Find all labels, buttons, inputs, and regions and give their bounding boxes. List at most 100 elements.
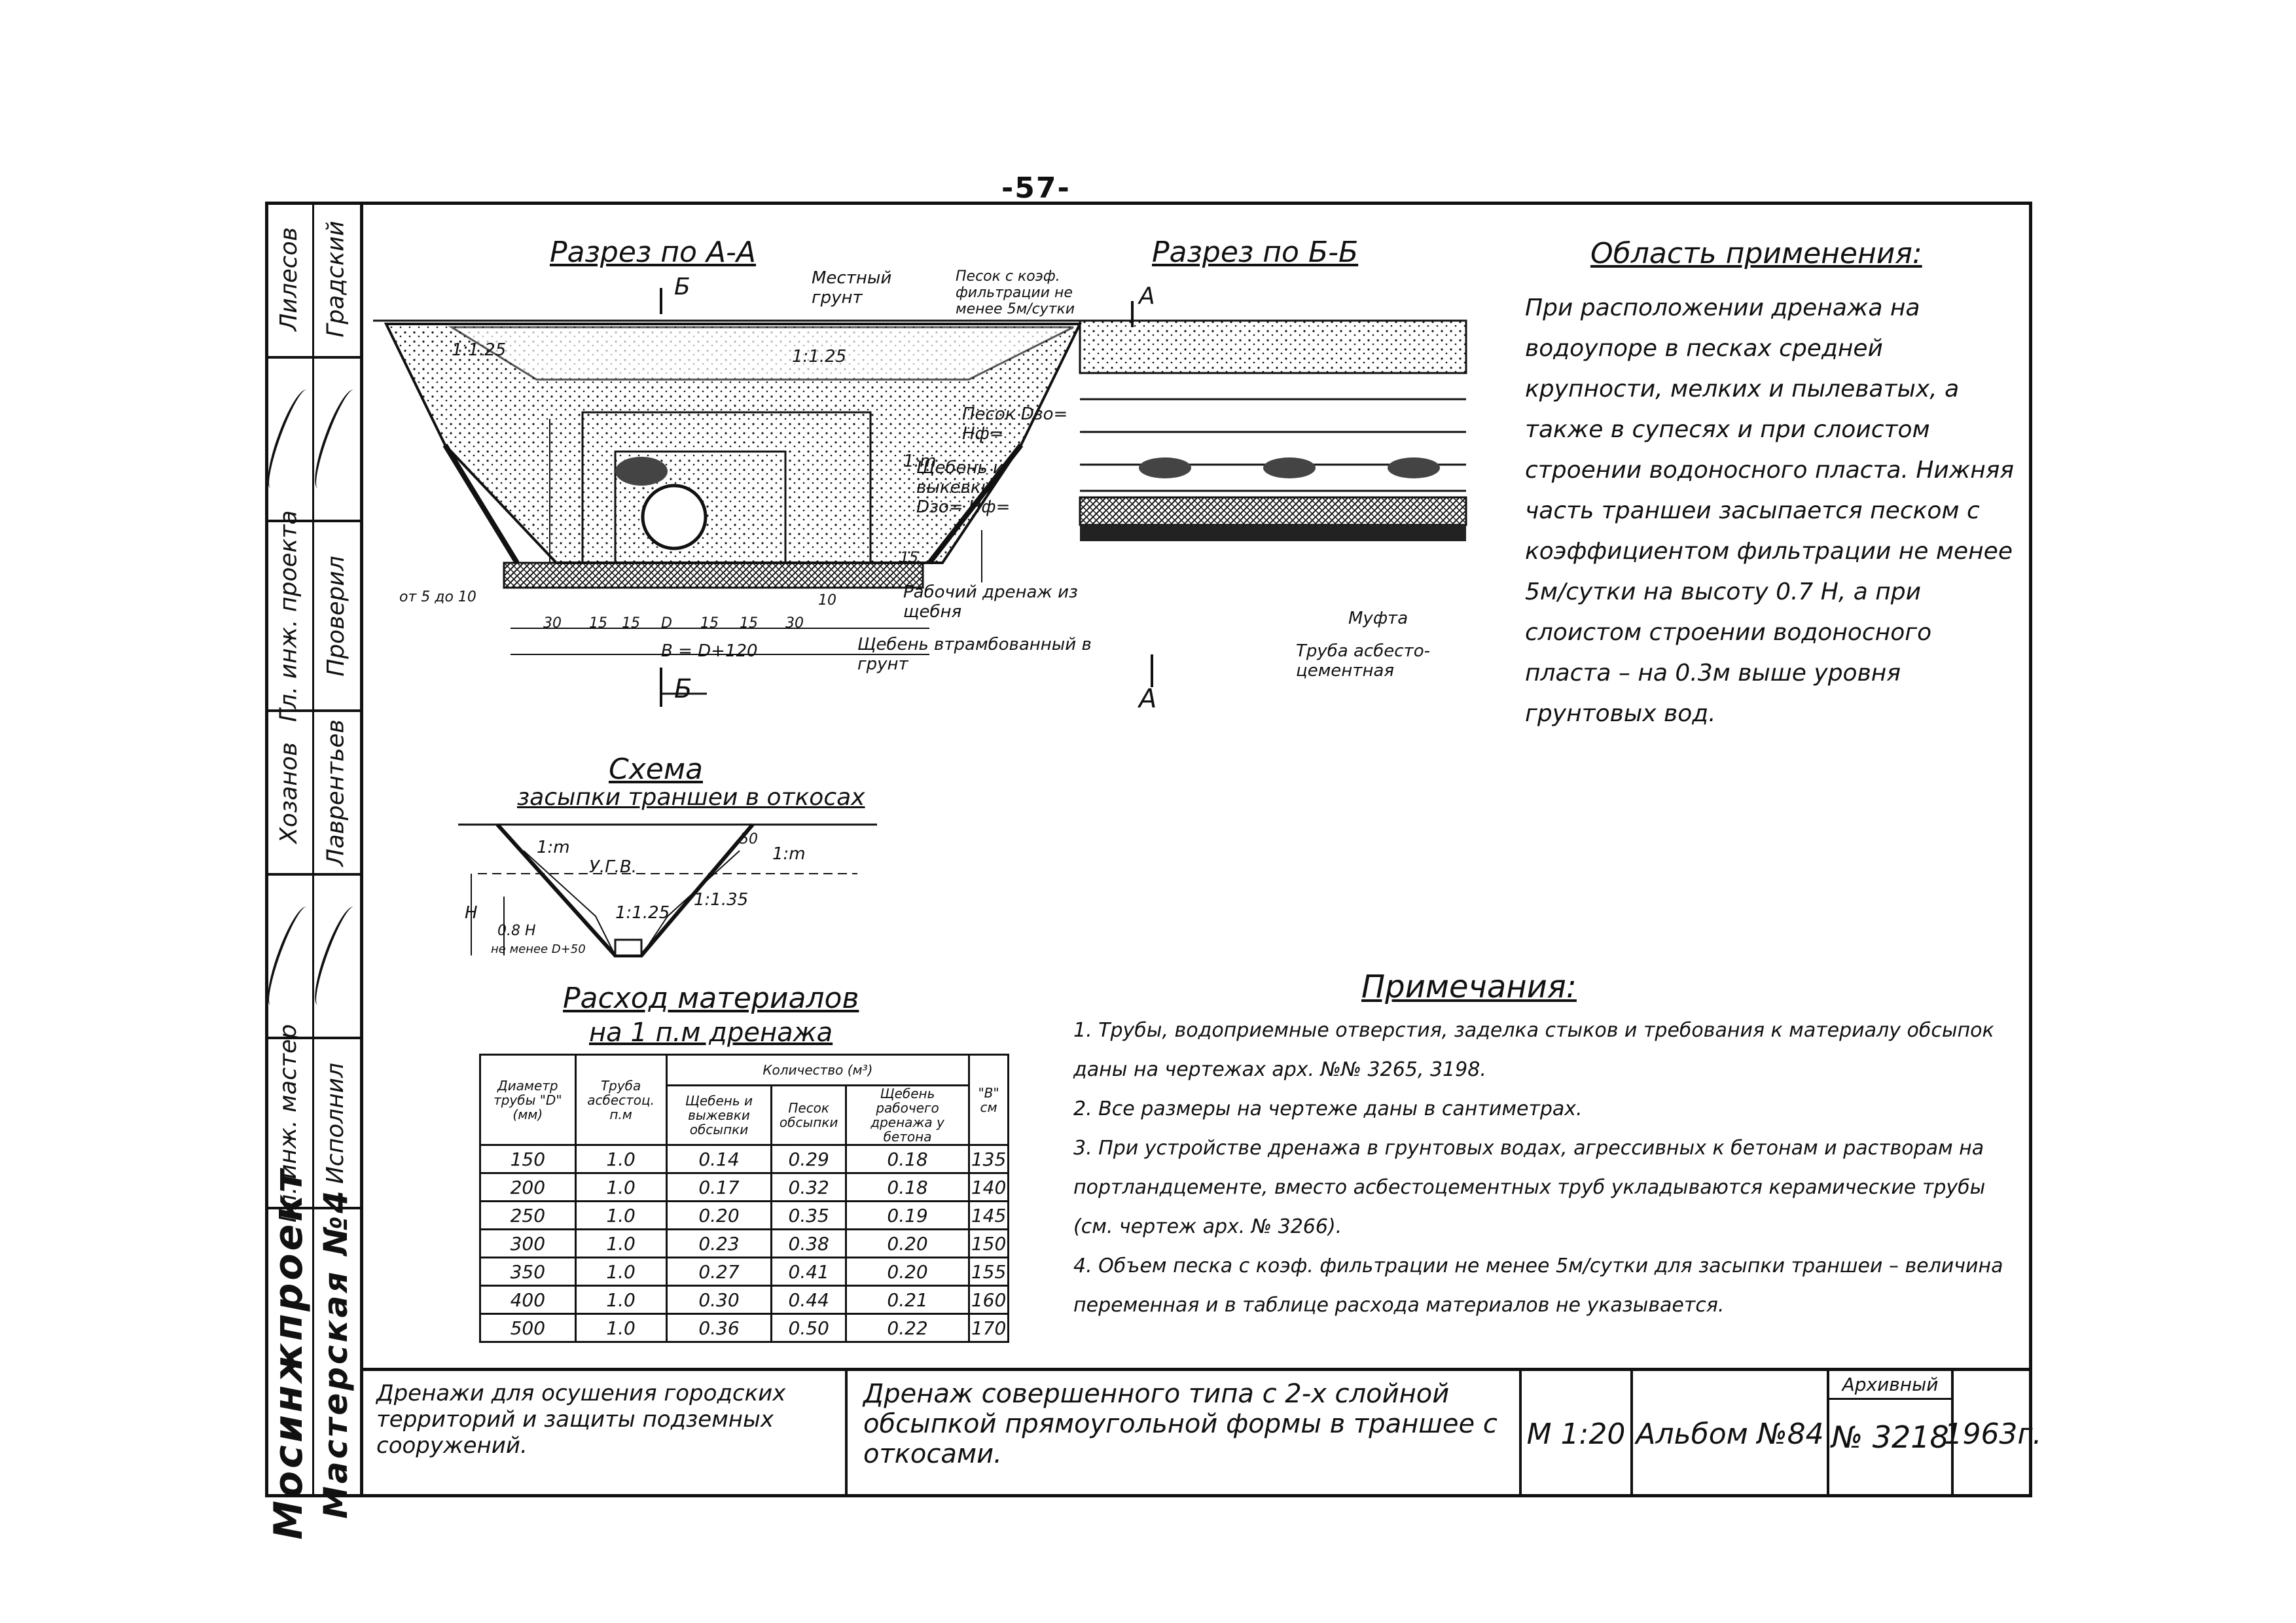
table-cell-sand: 0.32 [770,1172,848,1202]
table-cell-gravel: 0.20 [665,1200,773,1230]
signature-mark [260,903,317,1009]
note-item: 1. Трубы, водоприемные отверстия, заделк… [1073,1019,1994,1081]
table-cell-gravel: 0.30 [665,1285,773,1315]
materials-title-2: на 1 п.м дренажа [589,1018,833,1048]
application-title: Область применения: [1590,237,1922,270]
table-cell-gravel: 0.17 [665,1172,773,1202]
label-slope-125b: 1:1.25 [792,347,847,366]
workshop-name: Мастерская №4 [317,1188,355,1519]
notes-list: 1. Трубы, водоприемные отверстия, заделк… [1073,1011,2022,1325]
section-aa-title: Разрез по А-А [550,236,757,269]
label-slope-m: 1:m [903,452,937,471]
left-signature-strip: Лилесов Градский Гл. инж. проекта Провер… [260,202,365,1540]
scheme-dim-50: 50 [740,831,758,847]
table-subheader-row: Щебень и выжевки обсыпки Песок обсыпки Щ… [480,1084,1009,1146]
strip-row-4: Хозанов Лаврентьев [265,712,360,876]
title-block-middle: Дренаж совершенного типа с 2-х слойной о… [848,1371,1522,1497]
table-cell-b: 135 [968,1144,1009,1174]
label-gravel: Щебень и выкевки Dзо= Нф= [916,458,1011,517]
archive-label: Архивный [1829,1371,1951,1400]
table-header-row: Диаметр трубы "D" (мм) Труба асбестоц. п… [479,1054,1009,1146]
signature-mark [307,386,365,492]
dim-15-d: 15 [740,615,758,632]
scheme-slope-m-right: 1:m [772,844,806,864]
table-cell-gravel: 0.23 [665,1228,773,1258]
note-item: 3. При устройстве дренажа в грунтовых во… [1073,1137,1986,1238]
scheme-slope-m-left: 1:m [537,838,570,857]
strip-role-3: Гл. инж. проекта [275,510,302,722]
strip-name-4: Хозанов [275,741,302,844]
application-text: При расположении дренажа на водоупоре в … [1525,294,2015,727]
header-diameter: Диаметр трубы "D" (мм) [479,1054,577,1146]
table-cell-d: 400 [479,1285,577,1315]
notes-title: Примечания: [1361,969,1577,1005]
table-cell-b: 140 [968,1172,1009,1202]
dim-30-left: 30 [543,615,562,632]
table-cell-sand: 0.35 [770,1200,848,1230]
table-cell-d: 350 [479,1257,577,1287]
table-cell-sand: 0.44 [770,1285,848,1315]
title-block-left: Дренажи для осушения городских территори… [363,1371,848,1497]
section-aa-drawing [373,288,1093,707]
strip-row-5 [260,876,365,1039]
header-quantity: Количество (м³) [665,1054,971,1086]
note-item: 4. Объем песка с коэф. фильтрации не мен… [1073,1255,2003,1317]
table-cell-gravel: 0.27 [665,1257,773,1287]
label-local-soil: Местный грунт [812,268,892,308]
label-coupling: Муфта [1348,609,1408,628]
org-name: Мосинжпроект [266,1167,312,1540]
scheme-not-less: не менее D+50 [491,942,586,956]
table-cell-gw: 0.21 [845,1285,971,1315]
section-bb-drawing [1079,301,1467,687]
table-cell-pipe: 1.0 [574,1285,668,1315]
materials-title-1: Расход материалов [563,982,859,1015]
strip-sig-3: Проверил [322,555,350,677]
scheme-h07: 0.8 Н [497,923,536,939]
scheme-title-2: засыпки траншеи в откосах [517,784,865,811]
title-block: Дренажи для осушения городских территори… [363,1368,2042,1497]
table-cell-gw: 0.19 [845,1200,971,1230]
table-cell-gw: 0.18 [845,1172,971,1202]
signature-mark [307,903,365,1009]
scheme-slope-135: 1:1.35 [694,890,749,910]
aa-marker-bottom: Б [674,674,692,704]
label-pipe: Труба асбесто-цементная [1296,641,1430,681]
bb-marker-top: А [1139,283,1155,310]
table-cell-d: 500 [479,1313,577,1343]
table-cell-gw: 0.20 [845,1257,971,1287]
table-cell-b: 170 [968,1313,1009,1343]
table-cell-sand: 0.41 [770,1257,848,1287]
table-cell-b: 145 [968,1200,1009,1230]
table-cell-pipe: 1.0 [574,1313,668,1343]
scheme-ugv: У.Г.В. [589,857,637,877]
label-from-5-to-10: от 5 до 10 [399,589,476,605]
table-cell-pipe: 1.0 [574,1228,668,1258]
dim-15-c: 15 [700,615,719,632]
signature-mark [260,386,317,492]
dim-d: D [661,615,672,632]
title-block-middle-text: Дренаж совершенного типа с 2-х слойной о… [863,1379,1498,1469]
strip-sig-1: Градский [322,220,350,338]
strip-row-2 [260,359,365,522]
header-b: "В" см [968,1054,1009,1146]
dim-15-b: 15 [622,615,640,632]
label-slope-125: 1:1.25 [452,340,507,360]
table-cell-b: 155 [968,1257,1009,1287]
table-cell-pipe: 1.0 [574,1172,668,1202]
archive-number: № 3218 [1831,1419,1949,1455]
aa-marker-top: Б [674,274,691,300]
title-block-scale: М 1:20 [1522,1371,1633,1497]
strip-sig-4: Лаврентьев [322,719,350,866]
label-width-formula: В = D+120 [661,641,758,661]
header-pipe: Труба асбестоц. п.м [574,1054,668,1146]
strip-sig-6: Исполнил [322,1062,350,1184]
title-block-left-text: Дренажи для осушения городских территори… [376,1380,786,1459]
drawing-frame [265,202,2032,1497]
table-cell-pipe: 1.0 [574,1257,668,1287]
